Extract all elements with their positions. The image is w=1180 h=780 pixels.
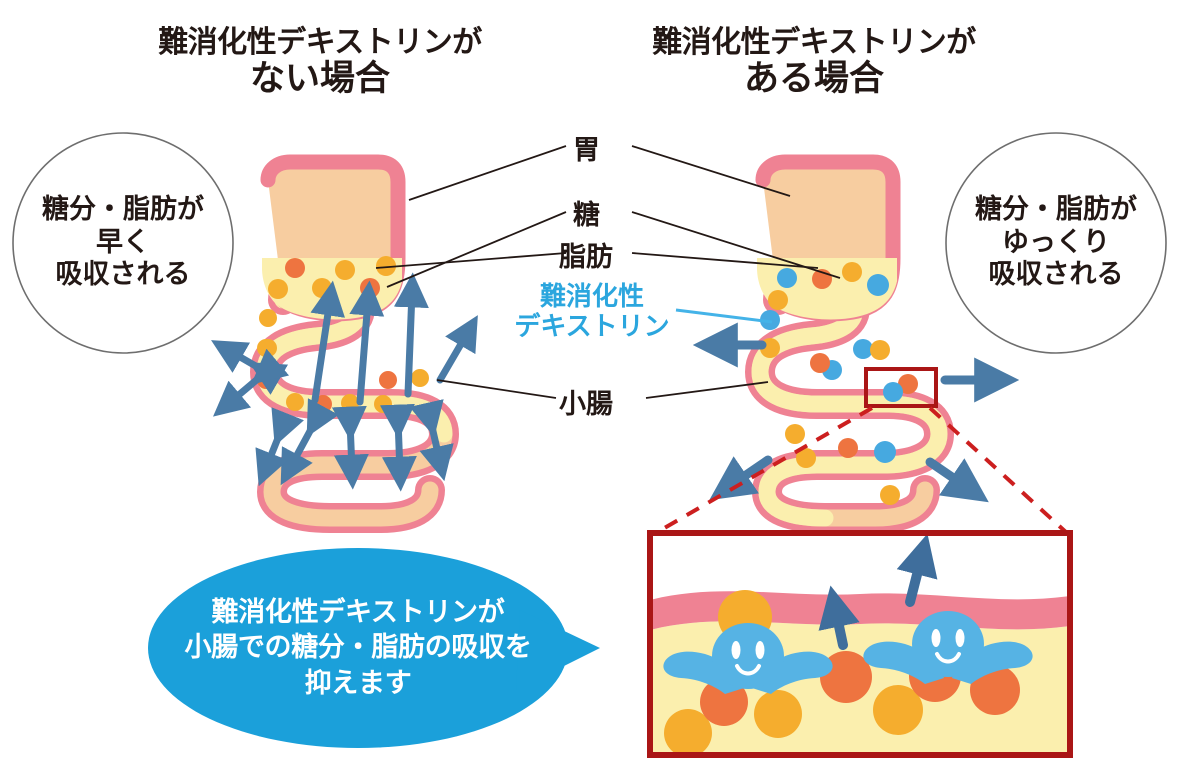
left-callout-line3: 吸収される xyxy=(55,259,191,291)
right-absorption-arrows xyxy=(692,322,1020,503)
left-digestive-tract xyxy=(211,154,478,533)
label-stomach: 胃 xyxy=(573,135,600,166)
speech-line2: 小腸での糖分・脂肪の吸収を xyxy=(184,632,532,664)
speech-line1: 難消化性デキストリンが xyxy=(211,597,505,629)
label-dextrin-line2: デキストリン xyxy=(514,311,670,342)
right-callout-text: 糖分・脂肪が ゆっくり 吸収される xyxy=(946,178,1166,308)
right-panel-title: 難消化性デキストリンが ある場合 xyxy=(624,26,1004,99)
left-callout-text: 糖分・脂肪が 早く 吸収される xyxy=(13,178,233,308)
left-absorption-arrows xyxy=(211,272,478,492)
speech-line3: 抑えます xyxy=(304,667,412,699)
left-panel-title: 難消化性デキストリンが ない場合 xyxy=(130,26,510,99)
inset-frame xyxy=(647,530,1073,758)
label-dextrin: 難消化性 デキストリン xyxy=(506,282,678,343)
right-callout-circle xyxy=(945,132,1167,354)
right-title-line1: 難消化性デキストリンが xyxy=(652,25,976,60)
speech-bubble-text: 難消化性デキストリンが 小腸での糖分・脂肪の吸収を 抑えます xyxy=(150,578,566,718)
label-leader-lines xyxy=(375,145,841,399)
zoom-connector-lines xyxy=(652,406,1070,536)
right-callout-line3: 吸収される xyxy=(988,259,1124,291)
label-small-intestine: 小腸 xyxy=(559,389,613,420)
right-particles xyxy=(760,262,918,505)
left-callout-line2: 早く xyxy=(96,226,150,258)
label-fat: 脂肪 xyxy=(559,242,613,273)
left-title-line1: 難消化性デキストリンが xyxy=(158,25,482,60)
dextrin-blocker-character xyxy=(863,611,1033,684)
right-digestive-tract xyxy=(692,154,1020,533)
dextrin-leader-line xyxy=(675,308,773,324)
dextrin-blocker-character xyxy=(663,623,833,694)
left-callout-line1: 糖分・脂肪が xyxy=(42,193,204,225)
intestinal-wall-inset xyxy=(647,530,1073,758)
label-sugar: 糖 xyxy=(573,200,600,231)
zoom-source-rect xyxy=(864,367,938,408)
right-title-line2: ある場合 xyxy=(743,58,884,99)
label-dextrin-line1: 難消化性 xyxy=(539,282,644,312)
right-callout-line2: ゆっくり xyxy=(1002,226,1110,258)
right-callout-line1: 糖分・脂肪が xyxy=(975,193,1137,225)
inset-absorption-arrows xyxy=(818,535,938,650)
left-title-line2: ない場合 xyxy=(249,58,390,99)
left-callout-circle xyxy=(12,132,234,354)
